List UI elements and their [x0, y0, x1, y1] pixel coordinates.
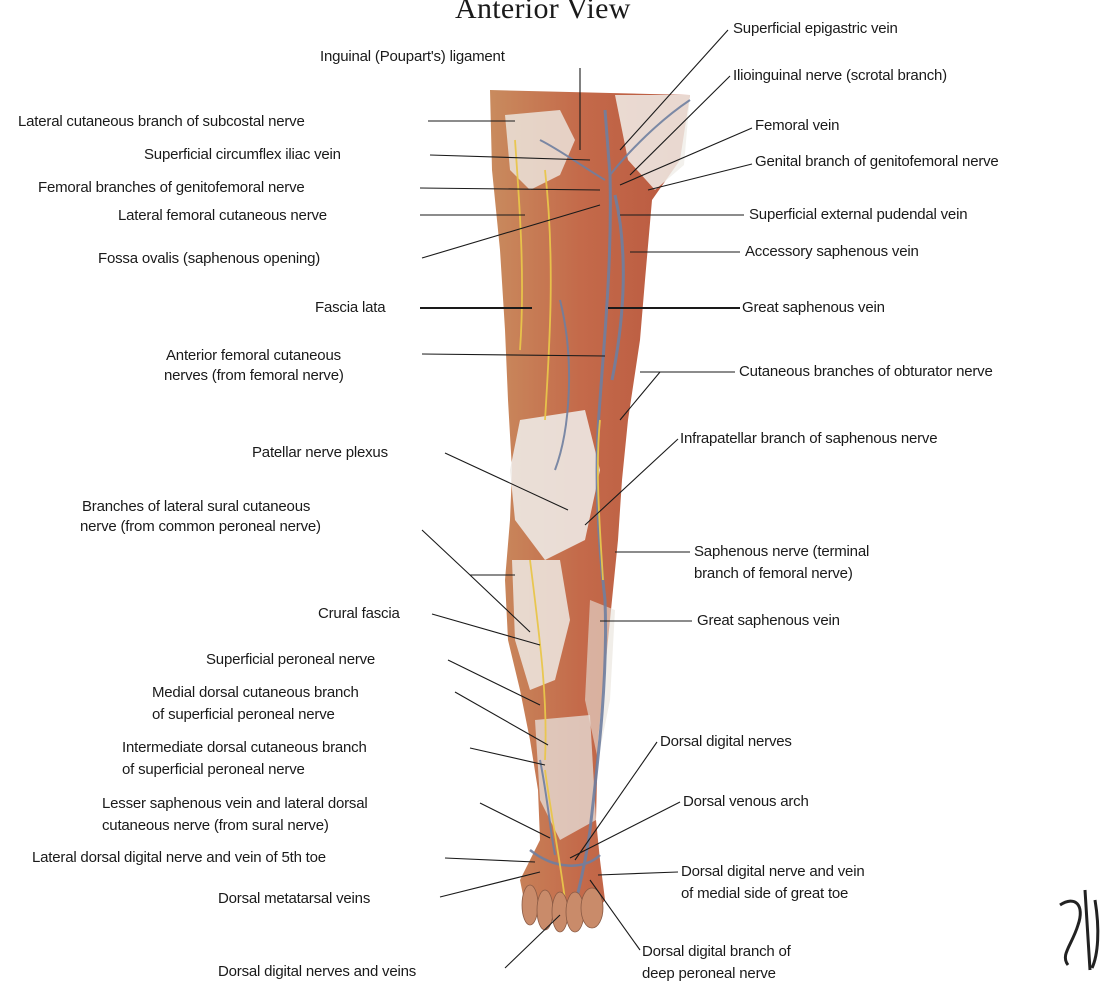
label-lat-cut-subcostal: Lateral cutaneous branch of subcostal ne…	[18, 112, 305, 131]
label-fascia-lata: Fascia lata	[315, 298, 385, 317]
label-dorsal-digital-nv: Dorsal digital nerves and veins	[218, 962, 416, 981]
label-lesser-saphenous-2: cutaneous nerve (from sural nerve)	[102, 816, 329, 835]
label-lat-femoral-cutaneous: Lateral femoral cutaneous nerve	[118, 206, 327, 225]
label-lat-dorsal-digital-5th: Lateral dorsal digital nerve and vein of…	[32, 848, 326, 867]
label-dd-great-toe-2: of medial side of great toe	[681, 884, 848, 903]
label-med-dorsal-cut-2: of superficial peroneal nerve	[152, 705, 335, 724]
label-dorsal-digital-nerves: Dorsal digital nerves	[660, 732, 792, 751]
artist-signature	[1060, 890, 1098, 970]
label-great-saphenous-2: Great saphenous vein	[697, 611, 840, 630]
label-dd-deep-peroneal-2: deep peroneal nerve	[642, 964, 776, 983]
label-crural-fascia: Crural fascia	[318, 604, 400, 623]
label-sup-epigastric: Superficial epigastric vein	[733, 19, 898, 38]
label-int-dorsal-cut-2: of superficial peroneal nerve	[122, 760, 305, 779]
label-saphenous-terminal-1: Saphenous nerve (terminal	[694, 542, 869, 561]
label-ant-femoral-cutaneous-2: nerves (from femoral nerve)	[164, 366, 344, 385]
label-dorsal-metatarsal: Dorsal metatarsal veins	[218, 889, 370, 908]
leader-cut-obturator	[620, 372, 735, 420]
label-int-dorsal-cut-1: Intermediate dorsal cutaneous branch	[122, 738, 367, 757]
label-dd-great-toe-1: Dorsal digital nerve and vein	[681, 862, 864, 881]
label-great-saphenous-1: Great saphenous vein	[742, 298, 885, 317]
label-ilioinguinal: Ilioinguinal nerve (scrotal branch)	[733, 66, 947, 85]
label-femoral-genitofemoral: Femoral branches of genitofemoral nerve	[38, 178, 305, 197]
label-lat-sural-2: nerve (from common peroneal nerve)	[80, 517, 321, 536]
label-sup-peroneal: Superficial peroneal nerve	[206, 650, 375, 669]
label-fossa-ovalis: Fossa ovalis (saphenous opening)	[98, 249, 320, 268]
label-lat-sural-1: Branches of lateral sural cutaneous	[82, 497, 310, 516]
label-femoral-vein: Femoral vein	[755, 116, 839, 135]
label-infrapatellar: Infrapatellar branch of saphenous nerve	[680, 429, 937, 448]
leader-dd-great-toe	[598, 872, 678, 875]
label-dd-deep-peroneal-1: Dorsal digital branch of	[642, 942, 791, 961]
label-lesser-saphenous-1: Lesser saphenous vein and lateral dorsal	[102, 794, 368, 813]
label-sup-ext-pudendal: Superficial external pudendal vein	[749, 205, 967, 224]
leader-lat-dorsal-digital	[445, 858, 535, 862]
toe-1	[522, 885, 538, 925]
label-genital-branch: Genital branch of genitofemoral nerve	[755, 152, 999, 171]
label-dorsal-venous-arch: Dorsal venous arch	[683, 792, 809, 811]
label-med-dorsal-cut-1: Medial dorsal cutaneous branch	[152, 683, 359, 702]
label-saphenous-terminal-2: branch of femoral nerve)	[694, 564, 853, 583]
figure-title: Anterior View	[455, 0, 631, 26]
label-sup-circumflex-iliac: Superficial circumflex iliac vein	[144, 145, 341, 164]
label-accessory-saphenous: Accessory saphenous vein	[745, 242, 919, 261]
label-inguinal-ligament: Inguinal (Poupart's) ligament	[320, 47, 505, 66]
label-patellar-plexus: Patellar nerve plexus	[252, 443, 388, 462]
label-ant-femoral-cutaneous-1: Anterior femoral cutaneous	[166, 346, 341, 365]
label-cut-obturator: Cutaneous branches of obturator nerve	[739, 362, 993, 381]
